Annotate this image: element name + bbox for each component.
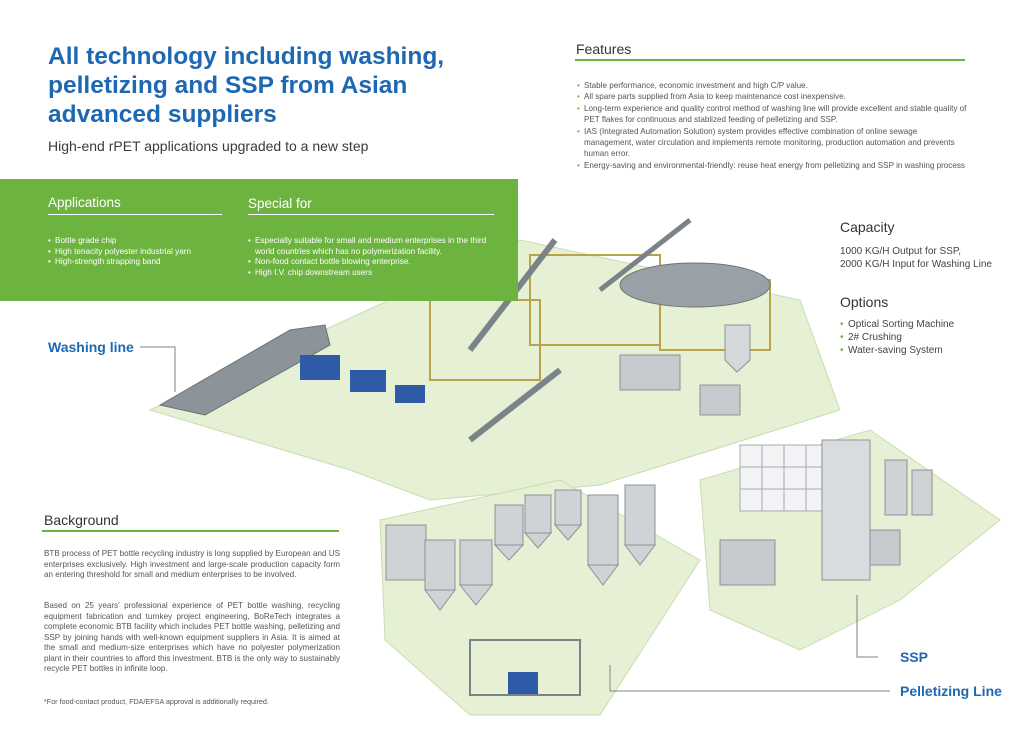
subheadline: High-end rPET applications upgraded to a… (48, 138, 369, 154)
list-item: IAS (Integrated Automation Solution) sys… (577, 126, 967, 160)
washing-line-label: Washing line (48, 339, 134, 355)
list-item: High-strength strapping band (48, 257, 228, 268)
special-for-divider (248, 214, 494, 215)
list-item: Energy-saving and environmental-friendly… (577, 160, 967, 172)
applications-divider (48, 214, 222, 215)
list-item: High I.V. chip downstream users (248, 268, 500, 279)
ssp-machine (869, 529, 901, 566)
capacity-title: Capacity (840, 219, 895, 235)
capacity-line-1: 1000 KG/H Output for SSP, (840, 246, 961, 257)
special-for-title: Special for (248, 196, 312, 211)
background-title: Background (44, 512, 119, 528)
footnote: *For food-contact product, FDA/EFSA appr… (44, 697, 269, 706)
pelletizing-line-label: Pelletizing Line (900, 683, 1002, 699)
pelletizing-platform (379, 479, 701, 716)
special-for-list: Especially suitable for small and medium… (248, 236, 500, 278)
applications-list: Bottle grade chip High tenacity polyeste… (48, 236, 228, 268)
list-item: 2# Crushing (840, 331, 954, 344)
process-tank (699, 384, 741, 416)
process-tank (619, 354, 681, 391)
inclined-conveyor (158, 324, 331, 416)
applications-title: Applications (48, 195, 121, 210)
blue-machine (395, 385, 425, 403)
list-item: Stable performance, economic investment … (577, 80, 967, 92)
silo (724, 324, 751, 373)
list-item: Especially suitable for small and medium… (248, 236, 500, 257)
pelletizing-callout-line (609, 665, 890, 692)
list-item: Long-term experience and quality control… (577, 103, 967, 126)
options-title: Options (840, 294, 889, 310)
rotary-drum (619, 262, 771, 308)
background-divider (42, 530, 339, 532)
headline: All technology including washing, pellet… (48, 43, 445, 128)
screw-conveyor (598, 218, 692, 292)
applications-band: Applications Bottle grade chip High tena… (0, 179, 518, 301)
extruder-frame (469, 639, 581, 696)
list-item: High tenacity polyester industrial yarn (48, 247, 228, 258)
features-divider (575, 59, 965, 61)
background-paragraph-1: BTB process of PET bottle recycling indu… (44, 549, 340, 579)
blue-machine (350, 370, 386, 392)
ssp-label: SSP (900, 649, 929, 665)
washing-line-callout-line (140, 346, 176, 392)
ssp-machine (719, 539, 776, 586)
pelletizing-silos (385, 484, 656, 611)
ssp-tower (821, 439, 871, 581)
features-list: Stable performance, economic investment … (577, 80, 967, 172)
list-item: Optical Sorting Machine (840, 318, 954, 331)
background-paragraph-2: Based on 25 years' professional experien… (44, 601, 340, 673)
list-item: All spare parts supplied from Asia to ke… (577, 91, 967, 103)
list-item: Water-saving System (840, 344, 954, 357)
ssp-bins (739, 444, 829, 512)
list-item: Bottle grade chip (48, 236, 228, 247)
ssp-tank (884, 459, 908, 516)
options-list: Optical Sorting Machine 2# Crushing Wate… (840, 318, 954, 357)
blue-machine (300, 355, 340, 380)
list-item: Non-food contact bottle blowing enterpri… (248, 257, 500, 268)
blue-machine (508, 672, 538, 694)
capacity-line-2: 2000 KG/H Input for Washing Line (840, 259, 992, 270)
features-title: Features (576, 41, 632, 57)
screw-conveyor (468, 367, 562, 443)
ssp-callout-line (856, 595, 878, 658)
ssp-tank (911, 469, 933, 516)
